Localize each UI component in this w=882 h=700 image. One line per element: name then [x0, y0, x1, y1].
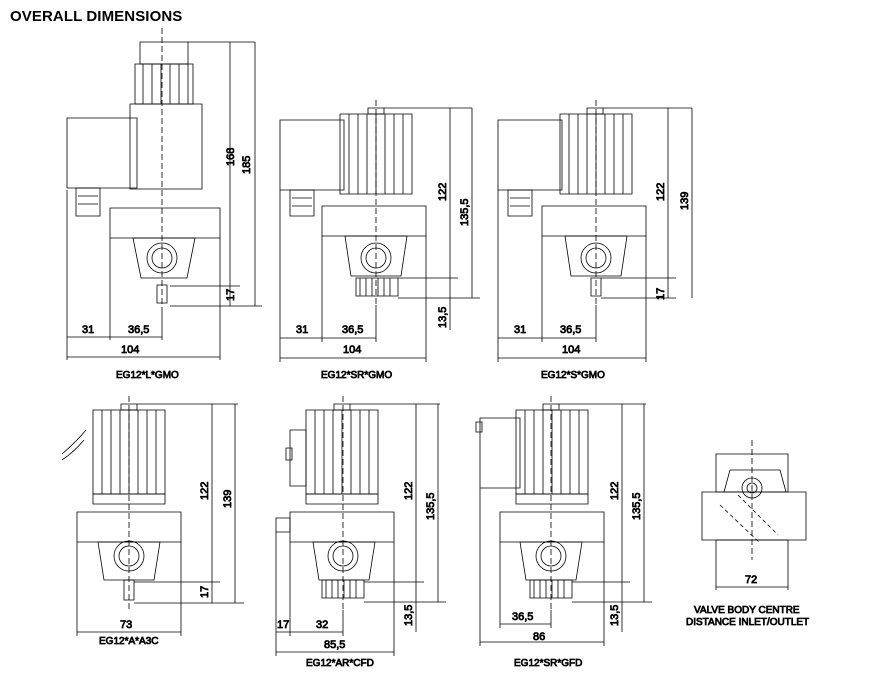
f2-caption: EG12*SR*GMO	[321, 370, 392, 381]
f6-bottom: 13,5	[609, 605, 621, 626]
f1-bottom: 17	[225, 289, 237, 301]
f3-left-b: 36,5	[560, 324, 581, 336]
f2-bottom: 13,5	[437, 307, 449, 328]
f2-left-a: 31	[296, 324, 308, 336]
f2-height-a: 122	[437, 183, 449, 201]
f3-height-a: 122	[655, 183, 667, 201]
figure-eg12-a-a3c	[61, 396, 244, 636]
f3-left-a: 31	[514, 324, 526, 336]
f1-left-a: 31	[82, 324, 94, 336]
f5-width: 85,5	[324, 639, 345, 651]
f2-width: 104	[343, 344, 361, 356]
f1-caption: EG12*L*GMO	[116, 370, 179, 381]
f5-height-a: 122	[403, 482, 415, 500]
f4-caption: EG12*A*A3C	[99, 636, 158, 647]
f2-left-b: 36,5	[342, 324, 363, 336]
f6-width: 86	[533, 631, 545, 643]
f6-height-b: 135,5	[631, 492, 643, 520]
figure-eg12-ar-cfd	[275, 396, 446, 656]
f1-height-b: 185	[241, 156, 253, 174]
f4-height-b: 139	[222, 490, 234, 508]
f3-width: 104	[562, 344, 580, 356]
valve-body-width: 72	[745, 574, 757, 586]
f1-height-a: 168	[225, 148, 237, 166]
f5-bottom: 13,5	[403, 605, 415, 626]
f2-height-b: 135,5	[459, 198, 471, 226]
f5-caption: EG12*AR*CFD	[306, 658, 374, 669]
f3-bottom: 17	[655, 288, 667, 300]
valve-body-drawing	[701, 440, 807, 590]
f5-left-b: 32	[316, 619, 328, 631]
figure-eg12-l-gmo	[66, 28, 262, 360]
f6-height-a: 122	[609, 482, 621, 500]
f4-width: 73	[120, 619, 132, 631]
f4-height-a: 122	[199, 482, 211, 500]
page-title: OVERALL DIMENSIONS	[10, 8, 183, 25]
f5-left-a: 17	[277, 619, 289, 631]
figure-eg12-s-gmo	[497, 100, 693, 362]
f1-left-b: 36,5	[128, 324, 149, 336]
f5-height-b: 135,5	[425, 492, 437, 520]
f3-caption: EG12*S*GMO	[541, 370, 605, 381]
f4-bottom: 17	[199, 586, 211, 598]
f1-width: 104	[121, 344, 139, 356]
f6-left-b: 36,5	[512, 611, 533, 623]
figure-eg12-sr-gfd	[475, 396, 652, 646]
figure-eg12-sr-gmo	[279, 100, 480, 362]
f3-height-b: 139	[679, 192, 691, 210]
f6-caption: EG12*SR*GFD	[514, 658, 582, 669]
valve-body-caption-2: DISTANCE INLET/OUTLET	[686, 617, 809, 628]
valve-body-caption-1: VALVE BODY CENTRE	[694, 605, 800, 616]
